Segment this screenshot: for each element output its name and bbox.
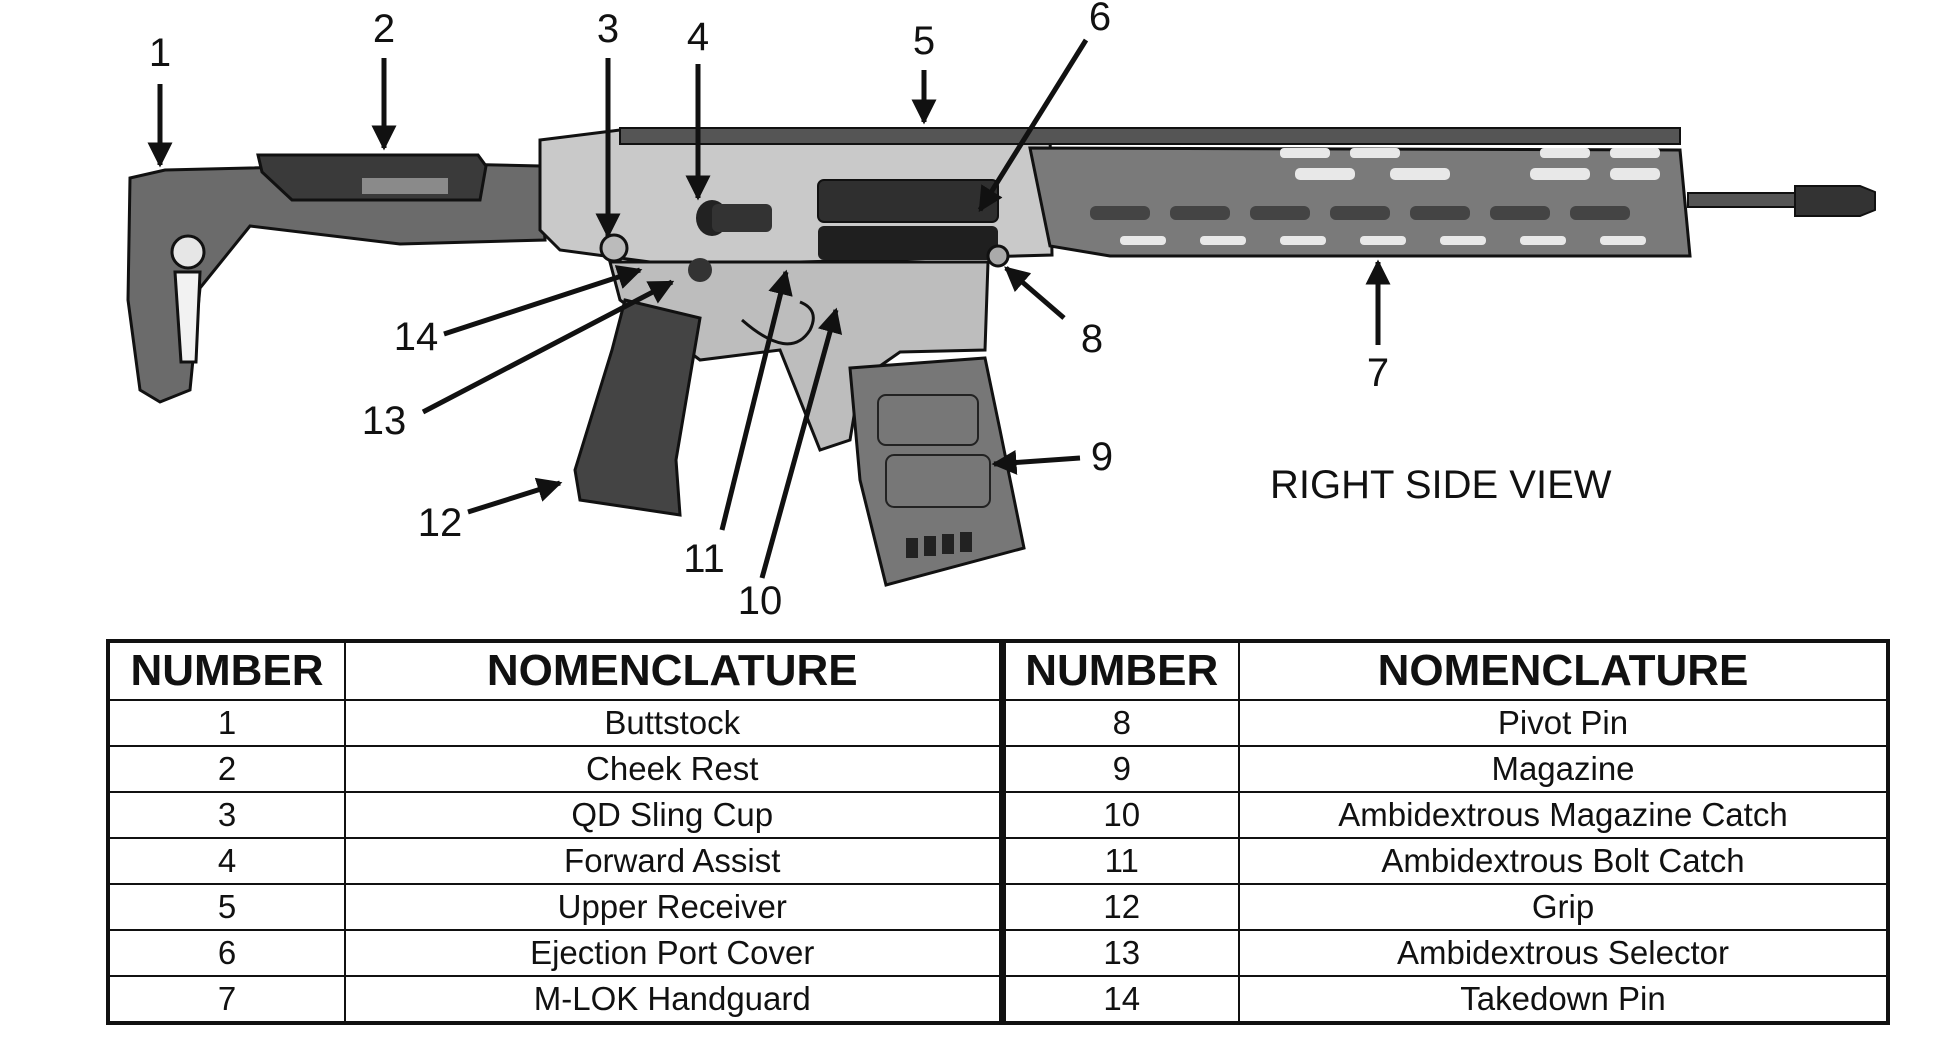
row-nomenclature: Takedown Pin bbox=[1238, 975, 1889, 1024]
row-nomenclature: Ejection Port Cover bbox=[344, 929, 1003, 977]
callout-1: 1 bbox=[149, 31, 171, 75]
table-row: 7 M-LOK Handguard 14 Takedown Pin bbox=[107, 975, 1889, 1024]
table-row: 6 Ejection Port Cover 13 Ambidextrous Se… bbox=[107, 929, 1889, 977]
callout-11: 11 bbox=[683, 537, 725, 581]
row-number: 3 bbox=[107, 791, 346, 839]
row-nomenclature: M-LOK Handguard bbox=[344, 975, 1003, 1024]
view-title: RIGHT SIDE VIEW bbox=[1270, 463, 1612, 507]
row-number: 7 bbox=[107, 975, 346, 1024]
row-number: 1 bbox=[107, 699, 346, 747]
row-nomenclature: Buttstock bbox=[344, 699, 1003, 747]
callout-6: 6 bbox=[1089, 0, 1111, 39]
callout-2: 2 bbox=[373, 7, 395, 51]
row-nomenclature: QD Sling Cup bbox=[344, 791, 1003, 839]
top-rail bbox=[619, 127, 1681, 145]
rifle-diagram: 1 2 3 4 5 6 7 8 9 10 11 12 13 14 RIGHT S… bbox=[126, 0, 1876, 620]
row-number: 13 bbox=[998, 929, 1240, 977]
row-number: 6 bbox=[107, 929, 346, 977]
header-number-right: NUMBER bbox=[998, 640, 1240, 701]
rifle-drawing bbox=[126, 127, 1876, 587]
callout-9: 9 bbox=[1091, 435, 1113, 479]
header-nomenclature-right: NOMENCLATURE bbox=[1238, 640, 1889, 701]
table-header-row: NUMBER NOMENCLATURE NUMBER NOMENCLATURE bbox=[107, 640, 1889, 701]
row-nomenclature: Ambidextrous Selector bbox=[1238, 929, 1889, 977]
callout-13: 13 bbox=[362, 399, 407, 443]
row-number: 12 bbox=[998, 883, 1240, 931]
row-number: 4 bbox=[107, 837, 346, 885]
row-number: 9 bbox=[998, 745, 1240, 793]
callout-4: 4 bbox=[687, 15, 709, 59]
callout-10: 10 bbox=[738, 579, 783, 620]
row-number: 8 bbox=[998, 699, 1240, 747]
grip-shape bbox=[573, 298, 702, 517]
muzzle-device bbox=[1794, 185, 1876, 217]
table-row: 3 QD Sling Cup 10 Ambidextrous Magazine … bbox=[107, 791, 1889, 839]
header-number-left: NUMBER bbox=[107, 640, 346, 701]
row-number: 2 bbox=[107, 745, 346, 793]
callout-7: 7 bbox=[1367, 351, 1389, 395]
row-nomenclature: Cheek Rest bbox=[344, 745, 1003, 793]
row-nomenclature: Grip bbox=[1238, 883, 1889, 931]
row-nomenclature: Ambidextrous Magazine Catch bbox=[1238, 791, 1889, 839]
row-number: 10 bbox=[998, 791, 1240, 839]
header-nomenclature-left: NOMENCLATURE bbox=[344, 640, 1003, 701]
table-row: 1 Buttstock 8 Pivot Pin bbox=[107, 699, 1889, 747]
callout-3: 3 bbox=[597, 7, 619, 51]
table-row: 5 Upper Receiver 12 Grip bbox=[107, 883, 1889, 931]
row-number: 14 bbox=[998, 975, 1240, 1024]
callout-8: 8 bbox=[1081, 317, 1103, 361]
callout-12: 12 bbox=[418, 501, 463, 545]
table-row: 2 Cheek Rest 9 Magazine bbox=[107, 745, 1889, 793]
barrel bbox=[1687, 192, 1799, 208]
row-nomenclature: Magazine bbox=[1238, 745, 1889, 793]
row-number: 5 bbox=[107, 883, 346, 931]
row-nomenclature: Upper Receiver bbox=[344, 883, 1003, 931]
row-number: 11 bbox=[998, 837, 1240, 885]
callout-5: 5 bbox=[913, 19, 935, 63]
callout-labels: 1 2 3 4 5 6 7 8 9 10 11 12 13 14 RIGHT S… bbox=[149, 0, 1612, 620]
row-nomenclature: Forward Assist bbox=[344, 837, 1003, 885]
callout-14: 14 bbox=[394, 315, 439, 359]
row-nomenclature: Ambidextrous Bolt Catch bbox=[1238, 837, 1889, 885]
row-nomenclature: Pivot Pin bbox=[1238, 699, 1889, 747]
magazine-shape bbox=[848, 356, 1026, 587]
callout-leaders bbox=[147, 38, 1391, 579]
table-row: 4 Forward Assist 11 Ambidextrous Bolt Ca… bbox=[107, 837, 1889, 885]
nomenclature-table: NUMBER NOMENCLATURE NUMBER NOMENCLATURE … bbox=[106, 639, 1890, 1025]
